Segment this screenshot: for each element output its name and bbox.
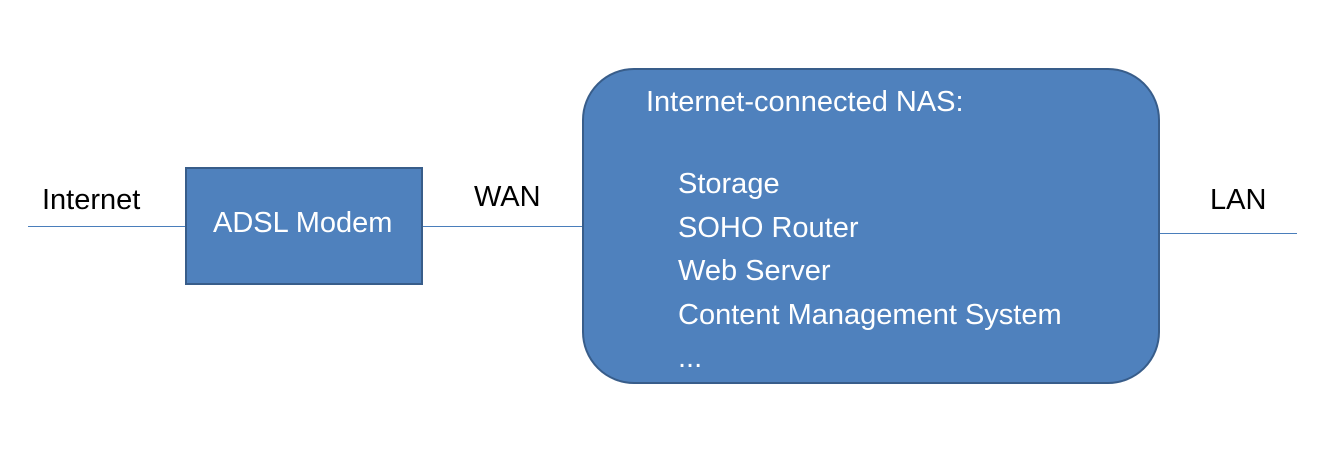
nas-title: Internet-connected NAS: (646, 86, 964, 118)
nas-feature-cms: Content Management System (678, 298, 1062, 331)
lan-label: LAN (1210, 184, 1267, 216)
adsl-modem-box: ADSL Modem (185, 167, 423, 285)
internet-wire (28, 226, 185, 227)
lan-wire (1140, 233, 1297, 234)
internet-label: Internet (42, 184, 141, 216)
adsl-modem-label: ADSL Modem (213, 207, 393, 239)
wan-label: WAN (474, 181, 541, 213)
nas-feature-list: Storage SOHO Router Web Server Content M… (678, 170, 1062, 388)
wan-wire (423, 226, 582, 227)
nas-feature-more: ... (678, 342, 703, 374)
nas-box: Internet-connected NAS: Storage SOHO Rou… (582, 68, 1160, 384)
nas-feature-storage: Storage (678, 168, 780, 200)
nas-feature-web-server: Web Server (678, 255, 831, 287)
nas-feature-soho-router: SOHO Router (678, 211, 859, 244)
